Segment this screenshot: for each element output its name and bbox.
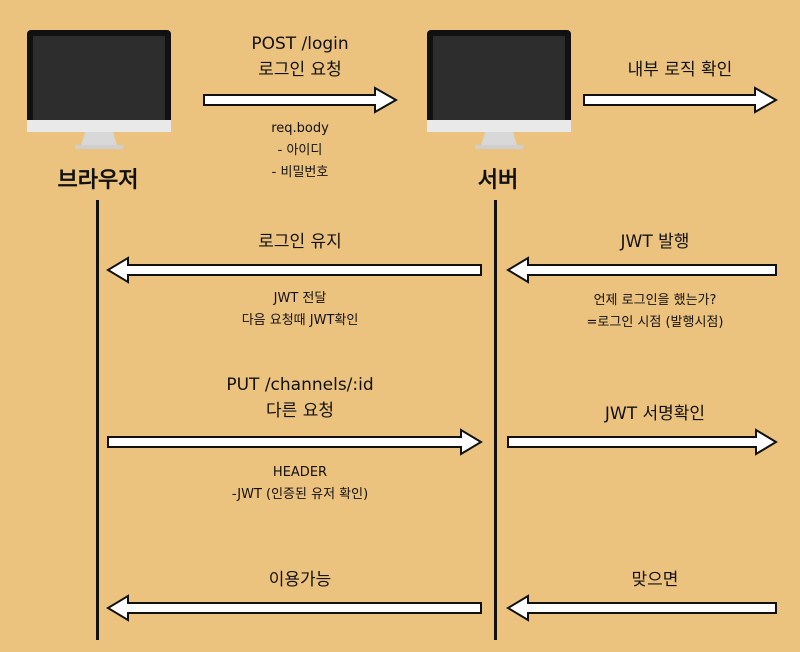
msg-internal-logic: 내부 로직 확인 (627, 60, 733, 80)
arrow-jwt-issue (506, 256, 777, 284)
msg-jwt-issue-note1: 언제 로그인을 했는가? (593, 293, 717, 308)
msg-put-note-jwt: -JWT (인증된 유저 확인) (231, 487, 369, 502)
msg-login-endpoint: POST /login (251, 34, 349, 54)
msg-put-endpoint: PUT /channels/:id (226, 375, 374, 395)
actor-browser-label: 브라우저 (57, 168, 139, 193)
msg-keep-login: 로그인 유지 (258, 232, 342, 252)
arrow-jwt-verify (507, 428, 778, 456)
msg-keep-login-note1: JWT 전달 (273, 291, 327, 306)
msg-if-valid: 맞으면 (631, 570, 679, 590)
arrow-internal-logic (583, 86, 779, 114)
arrow-if-valid (506, 594, 777, 622)
server-monitor-icon (427, 30, 571, 149)
msg-jwt-issue-note2: =로그인 시점 (발행시점) (586, 315, 724, 330)
msg-login-title: 로그인 요청 (258, 60, 342, 80)
msg-login-note-id: - 아이디 (277, 143, 323, 158)
browser-monitor-icon (27, 30, 171, 149)
browser-lifeline (96, 200, 99, 640)
msg-jwt-verify: JWT 서명확인 (604, 404, 706, 424)
arrow-put-request (107, 428, 483, 456)
msg-keep-login-note2: 다음 요청때 JWT확인 (241, 313, 359, 328)
msg-login-note-body: req.body (271, 121, 329, 136)
msg-put-note-header: HEADER (272, 465, 328, 480)
msg-login-note-pw: - 비밀번호 (271, 165, 329, 180)
msg-put-title: 다른 요청 (266, 401, 334, 421)
arrow-keep-login (106, 256, 482, 284)
arrow-login-request (203, 86, 399, 114)
actor-server-label: 서버 (477, 168, 519, 193)
arrow-available (106, 594, 482, 622)
msg-available: 이용가능 (268, 570, 332, 590)
msg-jwt-issue: JWT 발행 (620, 232, 690, 252)
server-lifeline (494, 200, 497, 640)
